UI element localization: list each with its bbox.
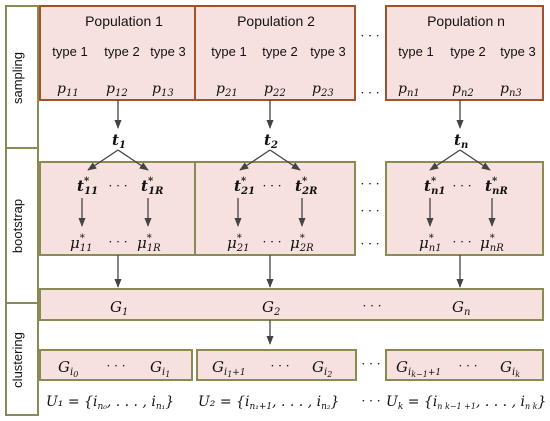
bootstrap-ellipsis: · · · bbox=[360, 177, 379, 191]
bootstrap-mu-star: μ*11 bbox=[70, 233, 92, 254]
bootstrap-dots: · · · bbox=[262, 235, 281, 249]
cluster-G: Gi1+1 bbox=[212, 358, 246, 379]
bootstrap-t-star: t*1R bbox=[141, 176, 163, 197]
probability-label: p12 bbox=[106, 81, 128, 99]
cluster-G: Gi2 bbox=[312, 358, 332, 379]
sampling-ellipsis-2: · · · bbox=[360, 86, 379, 100]
population-title-2: Population 2 bbox=[237, 13, 315, 29]
statistic-t-n: tn bbox=[454, 131, 468, 151]
bootstrap-mu-star: μ*1R bbox=[137, 233, 161, 254]
type-label: type 2 bbox=[450, 44, 485, 59]
probability-label: p22 bbox=[264, 81, 286, 99]
arrow bbox=[239, 149, 271, 171]
population-box-n bbox=[385, 5, 544, 101]
bootstrap-dots: · · · bbox=[262, 179, 281, 193]
probability-label: pn2 bbox=[452, 81, 474, 99]
arrow bbox=[269, 149, 301, 171]
bootstrap-box-2 bbox=[194, 161, 356, 256]
cluster-G: Gik bbox=[500, 358, 520, 379]
set-Uk: Uk = {in k−1 +1, . . . , in k} bbox=[386, 394, 546, 412]
type-label: type 1 bbox=[398, 44, 433, 59]
type-label: type 2 bbox=[262, 44, 297, 59]
set-separator: · · · bbox=[361, 394, 380, 408]
arrow bbox=[87, 149, 119, 171]
cluster-box-2 bbox=[196, 349, 357, 381]
bootstrap-mu-star: μ*2R bbox=[290, 233, 314, 254]
bootstrap-dots: · · · bbox=[452, 179, 471, 193]
type-label: type 3 bbox=[150, 44, 185, 59]
arrow bbox=[429, 149, 461, 171]
lane-clustering-label: clustering bbox=[10, 332, 25, 388]
cluster-dots: · · · bbox=[458, 359, 477, 373]
bootstrap-mu-star: μ*n1 bbox=[419, 233, 442, 254]
set-U2: U₂ = {in₁+1, . . . , in₂} bbox=[198, 394, 339, 412]
cluster-G: Gik−1+1 bbox=[396, 358, 441, 379]
bootstrap-mu-star: μ*21 bbox=[227, 233, 249, 254]
bootstrap-ellipsis: · · · bbox=[360, 204, 379, 218]
probability-label: pn1 bbox=[398, 81, 420, 99]
bootstrap-box-n bbox=[385, 161, 544, 256]
lane-sampling: sampling bbox=[5, 5, 39, 149]
population-title-n: Population n bbox=[427, 13, 505, 29]
bootstrap-t-star: t*nR bbox=[485, 176, 508, 197]
bootstrap-box-1 bbox=[39, 161, 196, 256]
probability-label: pn3 bbox=[500, 81, 522, 99]
type-label: type 2 bbox=[104, 44, 139, 59]
cluster-box-k bbox=[385, 349, 544, 381]
distance-G-n: Gn bbox=[452, 298, 470, 318]
distance-row-box bbox=[39, 288, 544, 321]
bootstrap-t-star: t*11 bbox=[77, 176, 98, 197]
cluster-ellipsis: · · · bbox=[361, 357, 380, 371]
bootstrap-t-star: t*21 bbox=[234, 176, 255, 197]
bootstrap-t-star: t*n1 bbox=[424, 176, 445, 197]
arrow bbox=[117, 149, 149, 171]
type-label: type 3 bbox=[310, 44, 345, 59]
arrow bbox=[459, 149, 491, 171]
cluster-G: Gi1 bbox=[150, 358, 170, 379]
distance-ellipsis: · · · bbox=[362, 299, 381, 313]
cluster-box-1 bbox=[39, 349, 193, 381]
bootstrap-dots: · · · bbox=[108, 179, 127, 193]
statistic-t-2: t2 bbox=[264, 131, 278, 151]
lane-clustering: clustering bbox=[5, 302, 39, 416]
cluster-dots: · · · bbox=[270, 359, 289, 373]
probability-label: p21 bbox=[216, 81, 238, 99]
cluster-dots: · · · bbox=[106, 359, 125, 373]
bootstrap-dots: · · · bbox=[452, 235, 471, 249]
lane-bootstrap: bootstrap bbox=[5, 147, 39, 304]
statistic-t-1: t1 bbox=[112, 131, 126, 151]
distance-G-2: G2 bbox=[262, 298, 280, 318]
type-label: type 1 bbox=[52, 44, 87, 59]
type-label: type 3 bbox=[500, 44, 535, 59]
cluster-G: Gi0 bbox=[58, 358, 78, 379]
probability-label: p11 bbox=[57, 81, 79, 99]
bootstrap-ellipsis: · · · bbox=[360, 237, 379, 251]
type-label: type 1 bbox=[211, 44, 246, 59]
population-title-1: Population 1 bbox=[85, 13, 163, 29]
bootstrap-t-star: t*2R bbox=[295, 176, 317, 197]
lane-bootstrap-label: bootstrap bbox=[10, 199, 25, 253]
probability-label: p13 bbox=[152, 81, 174, 99]
lane-sampling-label: sampling bbox=[10, 52, 25, 104]
probability-label: p23 bbox=[312, 81, 334, 99]
sampling-ellipsis: · · · bbox=[360, 29, 379, 43]
bootstrap-mu-star: μ*nR bbox=[480, 233, 504, 254]
distance-G-1: G1 bbox=[110, 298, 128, 318]
set-U1: U₁ = {in₀, . . . , in₁} bbox=[46, 394, 174, 412]
bootstrap-dots: · · · bbox=[108, 235, 127, 249]
population-box-2 bbox=[194, 5, 356, 101]
